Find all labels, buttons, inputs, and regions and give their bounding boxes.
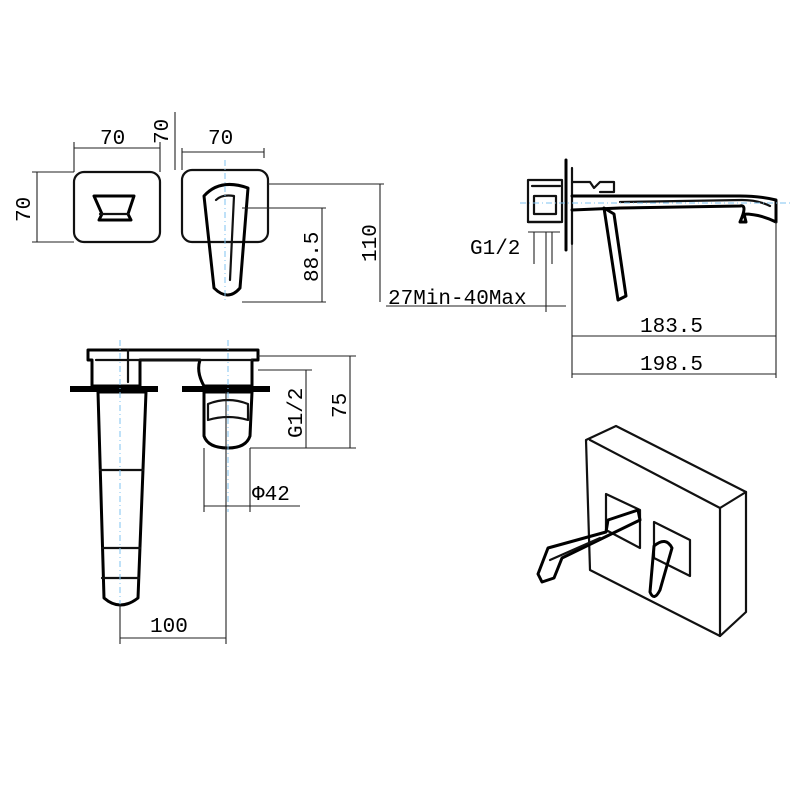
label-side-thread: G1/2 <box>470 238 520 261</box>
dim-front-left-width: 70 <box>73 128 161 172</box>
dim-top-thread: G1/2 <box>258 355 312 448</box>
label-front-right-width: 70 <box>208 128 233 151</box>
front-view-spout-plate <box>72 170 162 244</box>
top-valve-body <box>86 348 260 388</box>
label-top-diameter: Φ42 <box>252 484 290 507</box>
label-front-left-height: 70 <box>14 197 37 222</box>
iso-spout-plate <box>604 492 642 550</box>
dim-plate-height: 110 <box>268 183 384 302</box>
dim-wall-range: 27Min-40Max <box>386 232 566 312</box>
side-lever <box>602 206 628 302</box>
spout-plate-outline <box>72 170 162 244</box>
dim-spout-reach: 183.5 <box>571 222 777 378</box>
label-total-depth: 198.5 <box>640 354 703 377</box>
dim-side-thread: G1/2 <box>470 231 560 264</box>
dim-top-diameter: Φ42 <box>203 448 300 512</box>
dim-spout-offset: 100 <box>119 392 227 644</box>
handle-lever-outline <box>202 182 250 297</box>
dim-total-depth: 198.5 <box>572 354 776 377</box>
dim-front-left-height: 70 <box>14 171 74 243</box>
label-spout-offset: 100 <box>150 616 188 639</box>
front-view-handle-plate <box>180 160 270 300</box>
label-front-left-width: 70 <box>100 128 125 151</box>
side-top-block <box>570 180 616 194</box>
dim-top-height: 75 <box>250 355 356 449</box>
label-spout-reach: 183.5 <box>640 316 703 339</box>
top-spout <box>96 390 148 607</box>
dim-front-right-width: 70 <box>181 128 265 170</box>
spout-outlet-shape <box>92 194 136 222</box>
label-handle-height: 88.5 <box>302 232 325 282</box>
dim-handle-height: 88.5 <box>242 207 326 303</box>
iso-spout <box>536 508 642 584</box>
top-view <box>70 340 270 640</box>
side-view <box>520 158 790 302</box>
label-top-thread: G1/2 <box>286 388 309 438</box>
isometric-view <box>536 424 748 638</box>
top-handle-plate <box>182 386 270 392</box>
label-front-mid-height: 70 <box>152 119 175 144</box>
label-wall-range: 27Min-40Max <box>388 288 527 311</box>
top-spout-plate <box>70 386 158 392</box>
iso-wall-box <box>584 424 748 638</box>
iso-lever <box>648 540 674 598</box>
label-top-height: 75 <box>330 393 353 418</box>
side-spout <box>570 194 778 224</box>
dim-front-mid-height: 70 <box>152 112 176 170</box>
label-plate-height: 110 <box>360 224 383 262</box>
handle-plate-outline <box>180 168 270 244</box>
